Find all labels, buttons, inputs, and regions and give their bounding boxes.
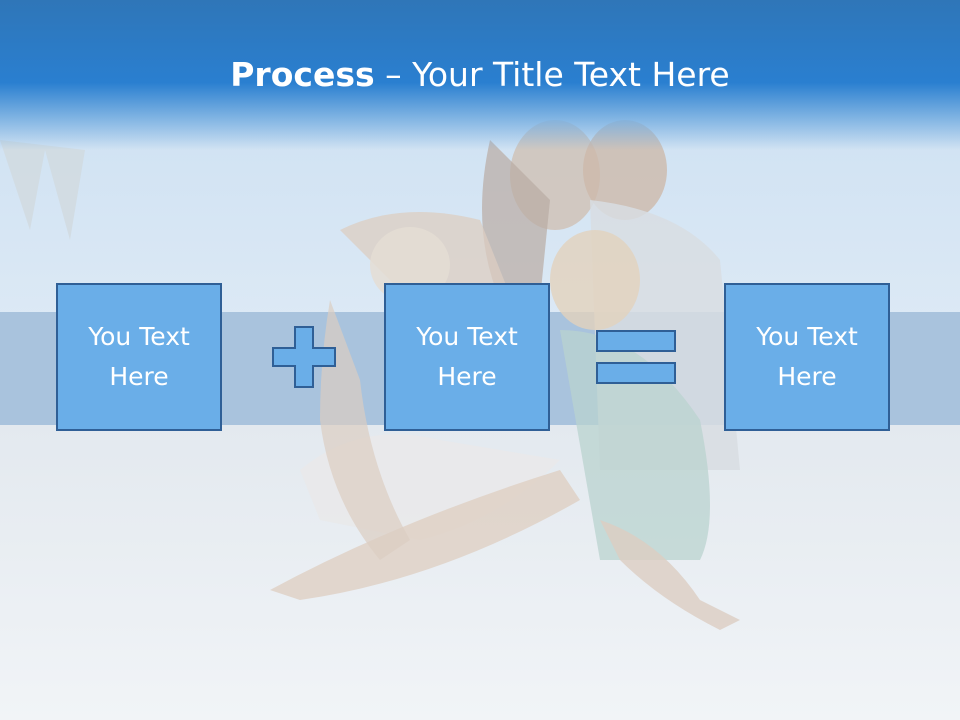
- plus-icon: [272, 326, 336, 388]
- title-bar: [0, 0, 960, 150]
- box-1-line-2: Here: [109, 362, 169, 391]
- box-3-line-1: You Text: [756, 322, 858, 351]
- box-3-line-2: Here: [777, 362, 837, 391]
- box-1-line-1: You Text: [88, 322, 190, 351]
- title-rest-text: – Your Title Text Here: [374, 55, 730, 94]
- equals-icon: [596, 330, 676, 384]
- slide-title: Process – Your Title Text Here: [0, 52, 960, 98]
- process-box-3: You Text Here: [724, 283, 890, 431]
- box-2-line-1: You Text: [416, 322, 518, 351]
- process-box-1: You Text Here: [56, 283, 222, 431]
- title-bold-text: Process: [230, 55, 375, 94]
- process-box-2: You Text Here: [384, 283, 550, 431]
- box-2-line-2: Here: [437, 362, 497, 391]
